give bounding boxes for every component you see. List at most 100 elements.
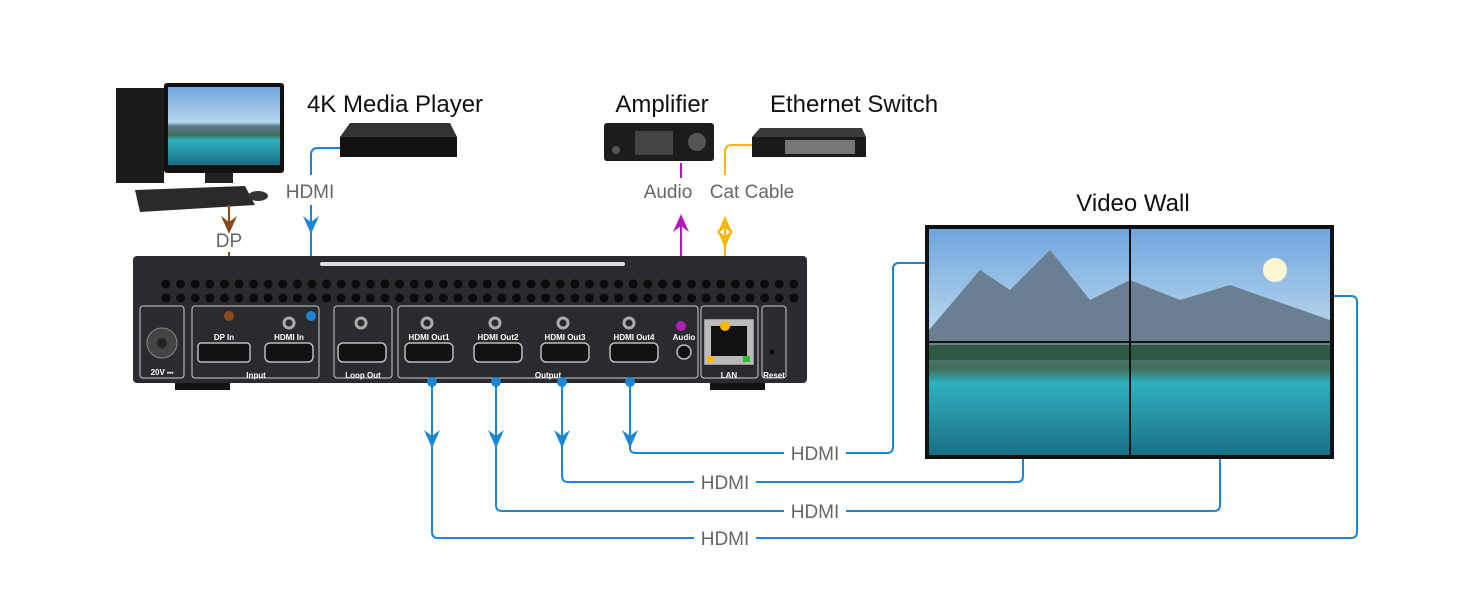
- vent-hole: [278, 293, 288, 303]
- vent-hole: [234, 279, 244, 289]
- vent-hole: [643, 279, 653, 289]
- vent-hole: [351, 279, 361, 289]
- hdmi-out2-label: HDMI Out2: [478, 333, 519, 342]
- vent-hole: [745, 279, 755, 289]
- vent-hole: [365, 293, 375, 303]
- vent-hole: [628, 293, 638, 303]
- vent-hole: [322, 293, 332, 303]
- vent-hole: [643, 293, 653, 303]
- media-player-icon: [340, 123, 457, 157]
- vent-hole: [628, 279, 638, 289]
- vent-hole: [482, 293, 492, 303]
- vent-hole: [760, 279, 770, 289]
- vent-hole: [555, 293, 565, 303]
- reset-label: Reset: [763, 371, 785, 380]
- vent-hole: [249, 279, 259, 289]
- vent-hole: [453, 279, 463, 289]
- vent-hole: [541, 293, 551, 303]
- vent-hole: [322, 279, 332, 289]
- hdmi-out4-label: HDMI Out4: [614, 333, 655, 342]
- video-wall-title: Video Wall: [1076, 190, 1189, 217]
- loop-out-label: Loop Out: [345, 371, 381, 380]
- hdmi-in-cable-upper: [310, 147, 340, 175]
- hdmi-out4-cable: [629, 262, 926, 454]
- vent-hole: [351, 293, 361, 303]
- vent-hole: [234, 293, 244, 303]
- vent-hole: [599, 279, 609, 289]
- vent-hole: [292, 279, 302, 289]
- vent-hole: [307, 279, 317, 289]
- media-player-title: 4K Media Player: [307, 91, 483, 118]
- hdmi-out3-cable: [561, 382, 1024, 483]
- vent-hole: [555, 279, 565, 289]
- audio-port-label: Audio: [673, 333, 696, 342]
- dp-in-label: DP In: [214, 333, 234, 342]
- power-label: 20V ⎓: [151, 368, 174, 377]
- vent-hole: [249, 293, 259, 303]
- vent-hole: [497, 293, 507, 303]
- vent-hole: [789, 293, 799, 303]
- hdmi-in-connection-dot: [306, 311, 316, 321]
- lan-connection-dot: [720, 321, 730, 331]
- vent-hole: [219, 293, 229, 303]
- vent-hole: [614, 279, 624, 289]
- vent-hole: [190, 293, 200, 303]
- vent-hole: [701, 279, 711, 289]
- vent-hole: [292, 293, 302, 303]
- vent-hole: [584, 293, 594, 303]
- vent-hole: [409, 279, 419, 289]
- vent-hole: [424, 279, 434, 289]
- vent-hole: [161, 293, 171, 303]
- vent-hole: [176, 279, 186, 289]
- audio-connection-dot: [676, 321, 686, 331]
- vent-hole: [774, 293, 784, 303]
- vent-hole: [687, 293, 697, 303]
- vent-hole: [438, 293, 448, 303]
- computer-icon: [116, 83, 284, 212]
- hdmi-in-cable-label: HDMI: [286, 182, 335, 203]
- hdmi-out2-cable-label: HDMI: [791, 502, 840, 523]
- amplifier-title: Amplifier: [615, 91, 708, 118]
- hdmi-out3-cable-label: HDMI: [701, 473, 750, 494]
- vent-hole: [657, 279, 667, 289]
- vent-hole: [511, 279, 521, 289]
- hdmi-out2-cable: [495, 382, 1221, 512]
- ethernet-switch-title: Ethernet Switch: [770, 91, 938, 118]
- vent-hole: [453, 293, 463, 303]
- dp-connection-dot: [224, 311, 234, 321]
- dp-cable-label: DP: [216, 231, 242, 252]
- vent-hole: [760, 293, 770, 303]
- vent-hole: [468, 293, 478, 303]
- vent-hole: [380, 293, 390, 303]
- vent-hole: [672, 293, 682, 303]
- hdmi-out1-cable: [431, 295, 1358, 539]
- vent-hole: [570, 293, 580, 303]
- output-group-label: Output: [535, 371, 562, 380]
- vent-hole: [730, 279, 740, 289]
- matrix-device: 20V ⎓ DP In HDMI In Input Loop Out HDMI …: [133, 256, 807, 390]
- vent-hole: [380, 279, 390, 289]
- vent-hole: [657, 293, 667, 303]
- vent-hole: [263, 279, 273, 289]
- vent-hole: [336, 279, 346, 289]
- vent-hole: [395, 279, 405, 289]
- vent-hole: [570, 279, 580, 289]
- vent-hole: [395, 293, 405, 303]
- vent-hole: [789, 279, 799, 289]
- vent-hole: [438, 279, 448, 289]
- cat-cable-upper: [724, 144, 752, 175]
- vent-hole: [205, 293, 215, 303]
- hdmi-out1-cable-label: HDMI: [701, 529, 750, 550]
- video-wall: [925, 225, 1334, 459]
- vent-hole: [701, 293, 711, 303]
- lan-label: LAN: [721, 371, 738, 380]
- vent-hole: [716, 279, 726, 289]
- hdmi-out4-cable-label: HDMI: [791, 444, 840, 465]
- hdmi-out1-label: HDMI Out1: [409, 333, 450, 342]
- vent-hole: [511, 293, 521, 303]
- vent-hole: [176, 293, 186, 303]
- hdmi-out3-label: HDMI Out3: [545, 333, 586, 342]
- vent-hole: [424, 293, 434, 303]
- vent-hole: [365, 279, 375, 289]
